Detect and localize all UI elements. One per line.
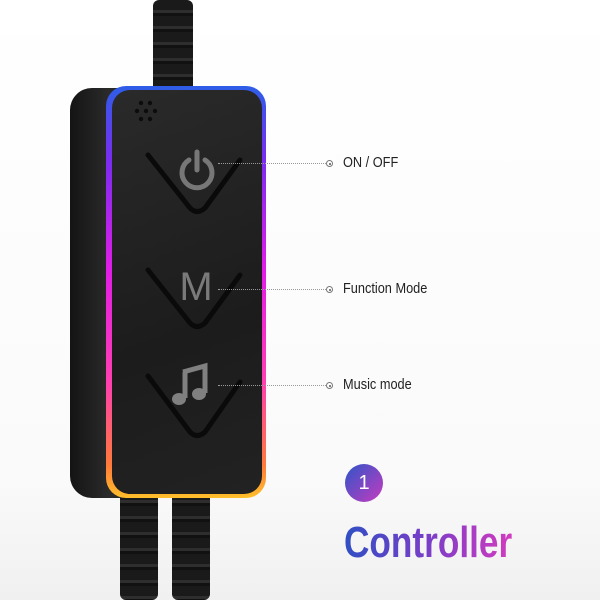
callout-label-music: Music mode	[343, 376, 412, 393]
callout-dot-power	[326, 160, 333, 167]
callout-line-power	[218, 163, 326, 164]
callout-dot-function	[326, 286, 333, 293]
bottom-cable-right	[172, 490, 210, 600]
mode-button-chevron	[145, 267, 243, 329]
m-letter-icon: M	[179, 265, 212, 309]
callout-line-function	[218, 289, 326, 290]
power-button-chevron	[145, 152, 243, 214]
bottom-cable-left	[120, 490, 158, 600]
section-title: Controller	[344, 518, 513, 567]
speaker-grille-icon	[134, 100, 158, 122]
callout-label-power: ON / OFF	[343, 154, 399, 171]
power-icon	[179, 149, 215, 191]
callout-dot-music	[326, 382, 333, 389]
callout-line-music	[218, 385, 326, 386]
top-cable	[153, 0, 193, 95]
music-note-icon	[172, 362, 208, 405]
music-button-chevron	[145, 373, 243, 438]
callout-label-function: Function Mode	[343, 280, 428, 297]
step-badge: 1	[345, 464, 383, 502]
